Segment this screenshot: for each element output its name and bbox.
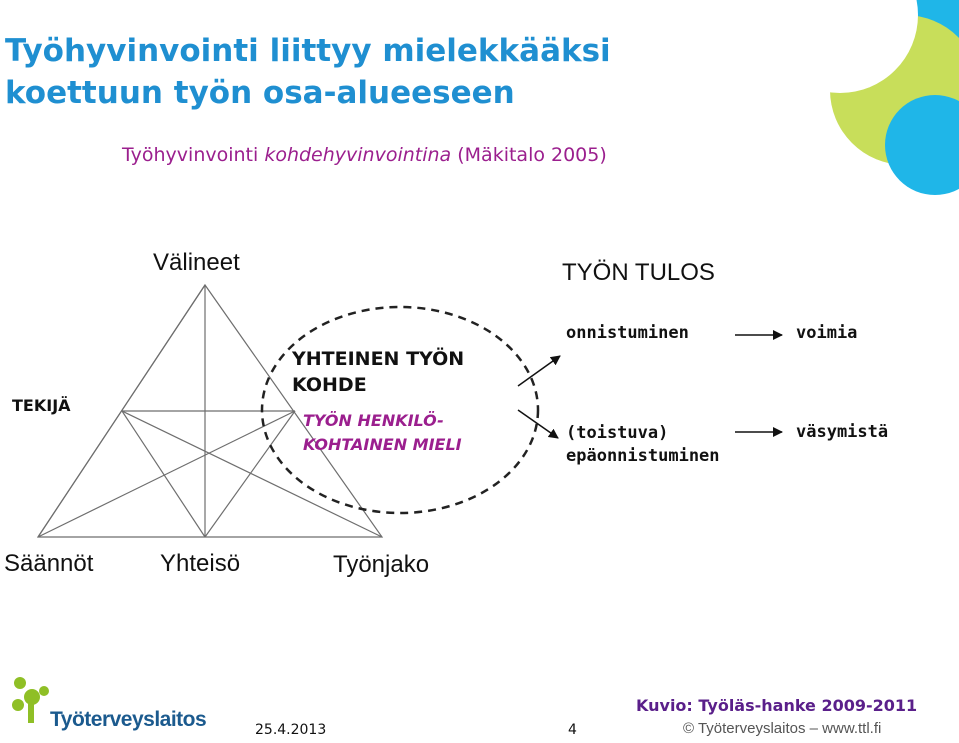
object-subtitle: TYÖN HENKILÖ- KOHTAINEN MIELI bbox=[303, 409, 462, 457]
failure-label: (toistuva) epäonnistuminen bbox=[566, 422, 720, 468]
tools-label: Välineet bbox=[153, 249, 240, 276]
deco-white-cutout bbox=[762, 0, 918, 93]
object-subtitle-line-1: TYÖN HENKILÖ- bbox=[303, 411, 444, 430]
subtitle-part-1: Työhyvinvointi bbox=[122, 144, 265, 166]
page-number: 4 bbox=[568, 722, 577, 738]
page-title: Työhyvinvointi liittyy mielekkääksi koet… bbox=[5, 33, 611, 111]
outcome-heading: TYÖN TULOS bbox=[562, 259, 715, 286]
rules-label: Säännöt bbox=[4, 550, 94, 577]
footer-date: 25.4.2013 bbox=[255, 722, 327, 738]
object-title-line-2: KOHDE bbox=[292, 374, 367, 396]
ttl-logo-icon bbox=[12, 677, 49, 723]
community-label: Yhteisö bbox=[160, 550, 241, 577]
logo-text: Työterveyslaitos bbox=[50, 708, 207, 731]
subject-label: TEKIJÄ bbox=[12, 396, 71, 415]
edge-left bbox=[37, 284, 206, 538]
object-subtitle-line-2: KOHTAINEN MIELI bbox=[303, 435, 462, 454]
arrow-to-success bbox=[517, 355, 561, 387]
subtitle-italic: kohdehyvinvointina bbox=[264, 144, 452, 166]
failure-label-line-1: (toistuva) bbox=[566, 423, 669, 443]
cross-line-2 bbox=[37, 410, 296, 538]
subtitle: Työhyvinvointi kohdehyvinvointina (Mäkit… bbox=[122, 144, 607, 166]
object-title: YHTEINEN TYÖN KOHDE bbox=[292, 346, 464, 398]
subtitle-part-2: (Mäkitalo 2005) bbox=[451, 144, 607, 166]
failure-label-line-2: epäonnistuminen bbox=[566, 446, 720, 466]
figure-credit: Kuvio: Työläs-hanke 2009-2011 bbox=[636, 696, 918, 715]
deco-cyan-circle bbox=[885, 95, 959, 195]
fatigue-label: väsymistä bbox=[796, 422, 889, 442]
copyright-notice: © Työterveyslaitos – www.ttl.fi bbox=[683, 720, 882, 737]
strength-label: voimia bbox=[796, 323, 858, 343]
success-label: onnistuminen bbox=[566, 323, 689, 343]
cross-line-1 bbox=[121, 410, 383, 538]
inner-right bbox=[204, 410, 296, 538]
object-dashed-ellipse bbox=[260, 305, 540, 515]
object-title-line-1: YHTEINEN TYÖN bbox=[292, 348, 465, 370]
inner-left bbox=[121, 410, 206, 538]
triangle-lines bbox=[36, 283, 384, 538]
division-of-labour-label: Työnjako bbox=[333, 551, 430, 578]
arrow-to-failure bbox=[517, 409, 559, 439]
